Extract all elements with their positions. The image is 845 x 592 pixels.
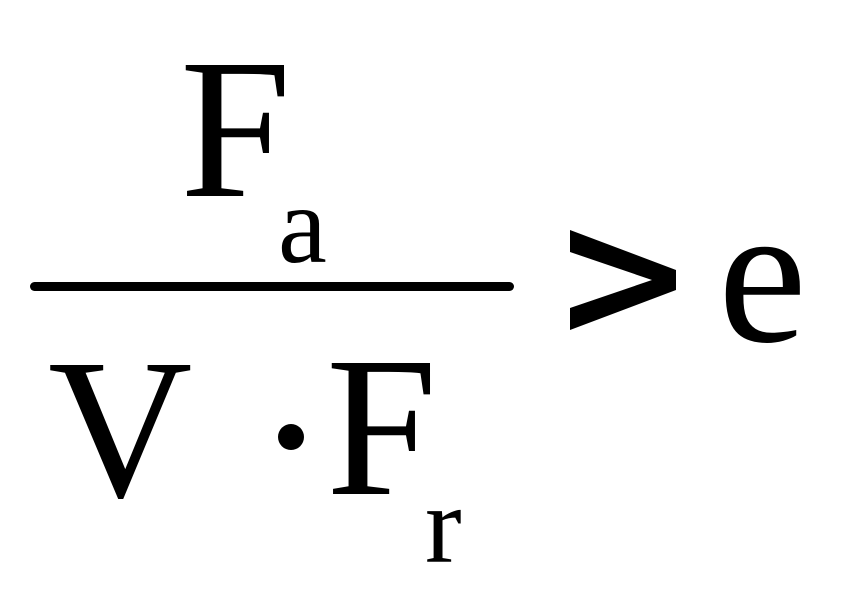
numerator-force-symbol: F (180, 19, 292, 240)
greater-than-sign (570, 230, 676, 330)
denominator-subscript: r (425, 464, 462, 586)
rhs-symbol: e (718, 164, 807, 385)
numerator-subscript: a (278, 164, 327, 286)
denominator-force-symbol: F (326, 317, 438, 538)
multiplication-dot (278, 424, 304, 450)
fraction-bar (30, 282, 514, 291)
denominator-factor: V (48, 319, 193, 540)
